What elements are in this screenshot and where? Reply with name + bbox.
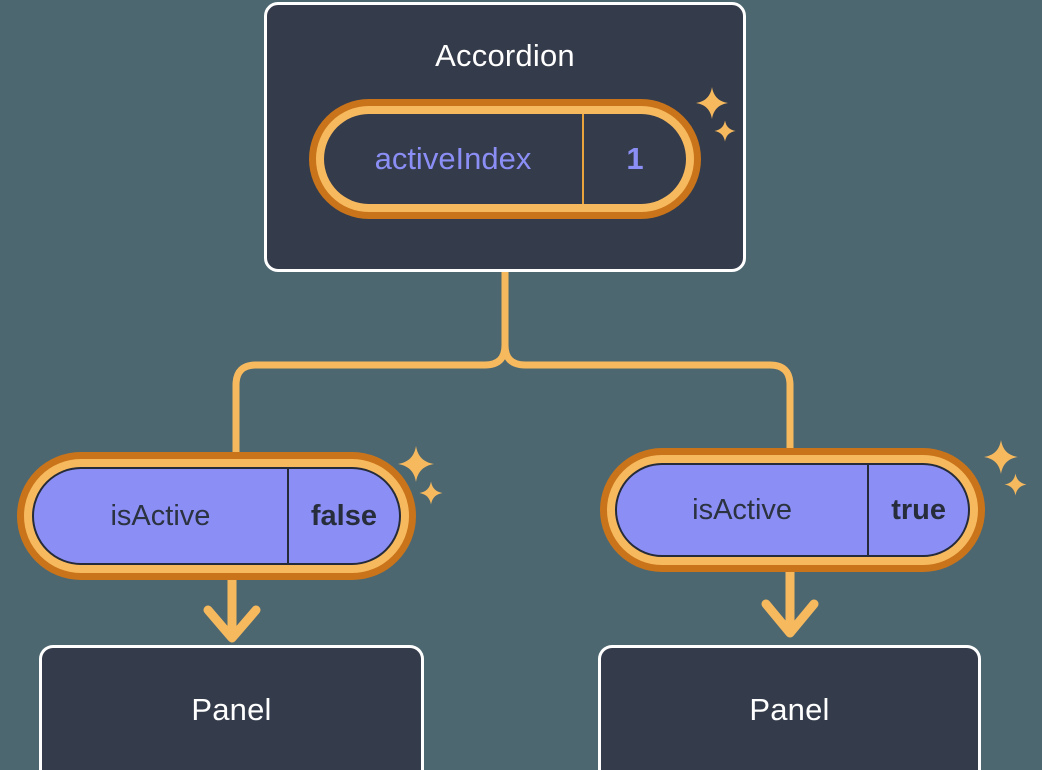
- panel-card-left[interactable]: Panel: [39, 645, 424, 770]
- state-pill-key-is-active-right: isActive: [692, 493, 793, 526]
- state-pill-value-active-index: 1: [582, 114, 686, 204]
- panel-card-left-title: Panel: [191, 692, 272, 727]
- state-pill-body: isActive true: [615, 463, 970, 557]
- state-pill-is-active-true[interactable]: isActive true: [600, 448, 985, 572]
- arrow-down-icon-left-head: [203, 605, 261, 643]
- state-pill-key-is-active-left: isActive: [110, 499, 211, 532]
- state-pill-value-is-active-left: false: [286, 469, 399, 563]
- state-pill-key-active-index: activeIndex: [374, 141, 532, 176]
- panel-card-right[interactable]: Panel: [598, 645, 981, 770]
- state-pill-is-active-false[interactable]: isActive false: [17, 452, 416, 580]
- accordion-card-title: Accordion: [435, 38, 575, 73]
- state-pill-active-index[interactable]: activeIndex 1: [309, 99, 701, 219]
- connector-trunk-split: [501, 268, 794, 466]
- state-pill-body: isActive false: [32, 467, 401, 565]
- sparkle-icon-right-small: [1003, 472, 1028, 497]
- sparkle-icon-left-small: [418, 480, 444, 506]
- state-pill-value-is-active-right: true: [867, 465, 968, 555]
- arrow-down-icon-right-head: [761, 599, 819, 638]
- connector-branch-left: [232, 341, 509, 466]
- sparkle-icon-right-large: [982, 438, 1020, 476]
- panel-card-right-title: Panel: [749, 692, 830, 727]
- state-pill-body: activeIndex 1: [324, 114, 686, 204]
